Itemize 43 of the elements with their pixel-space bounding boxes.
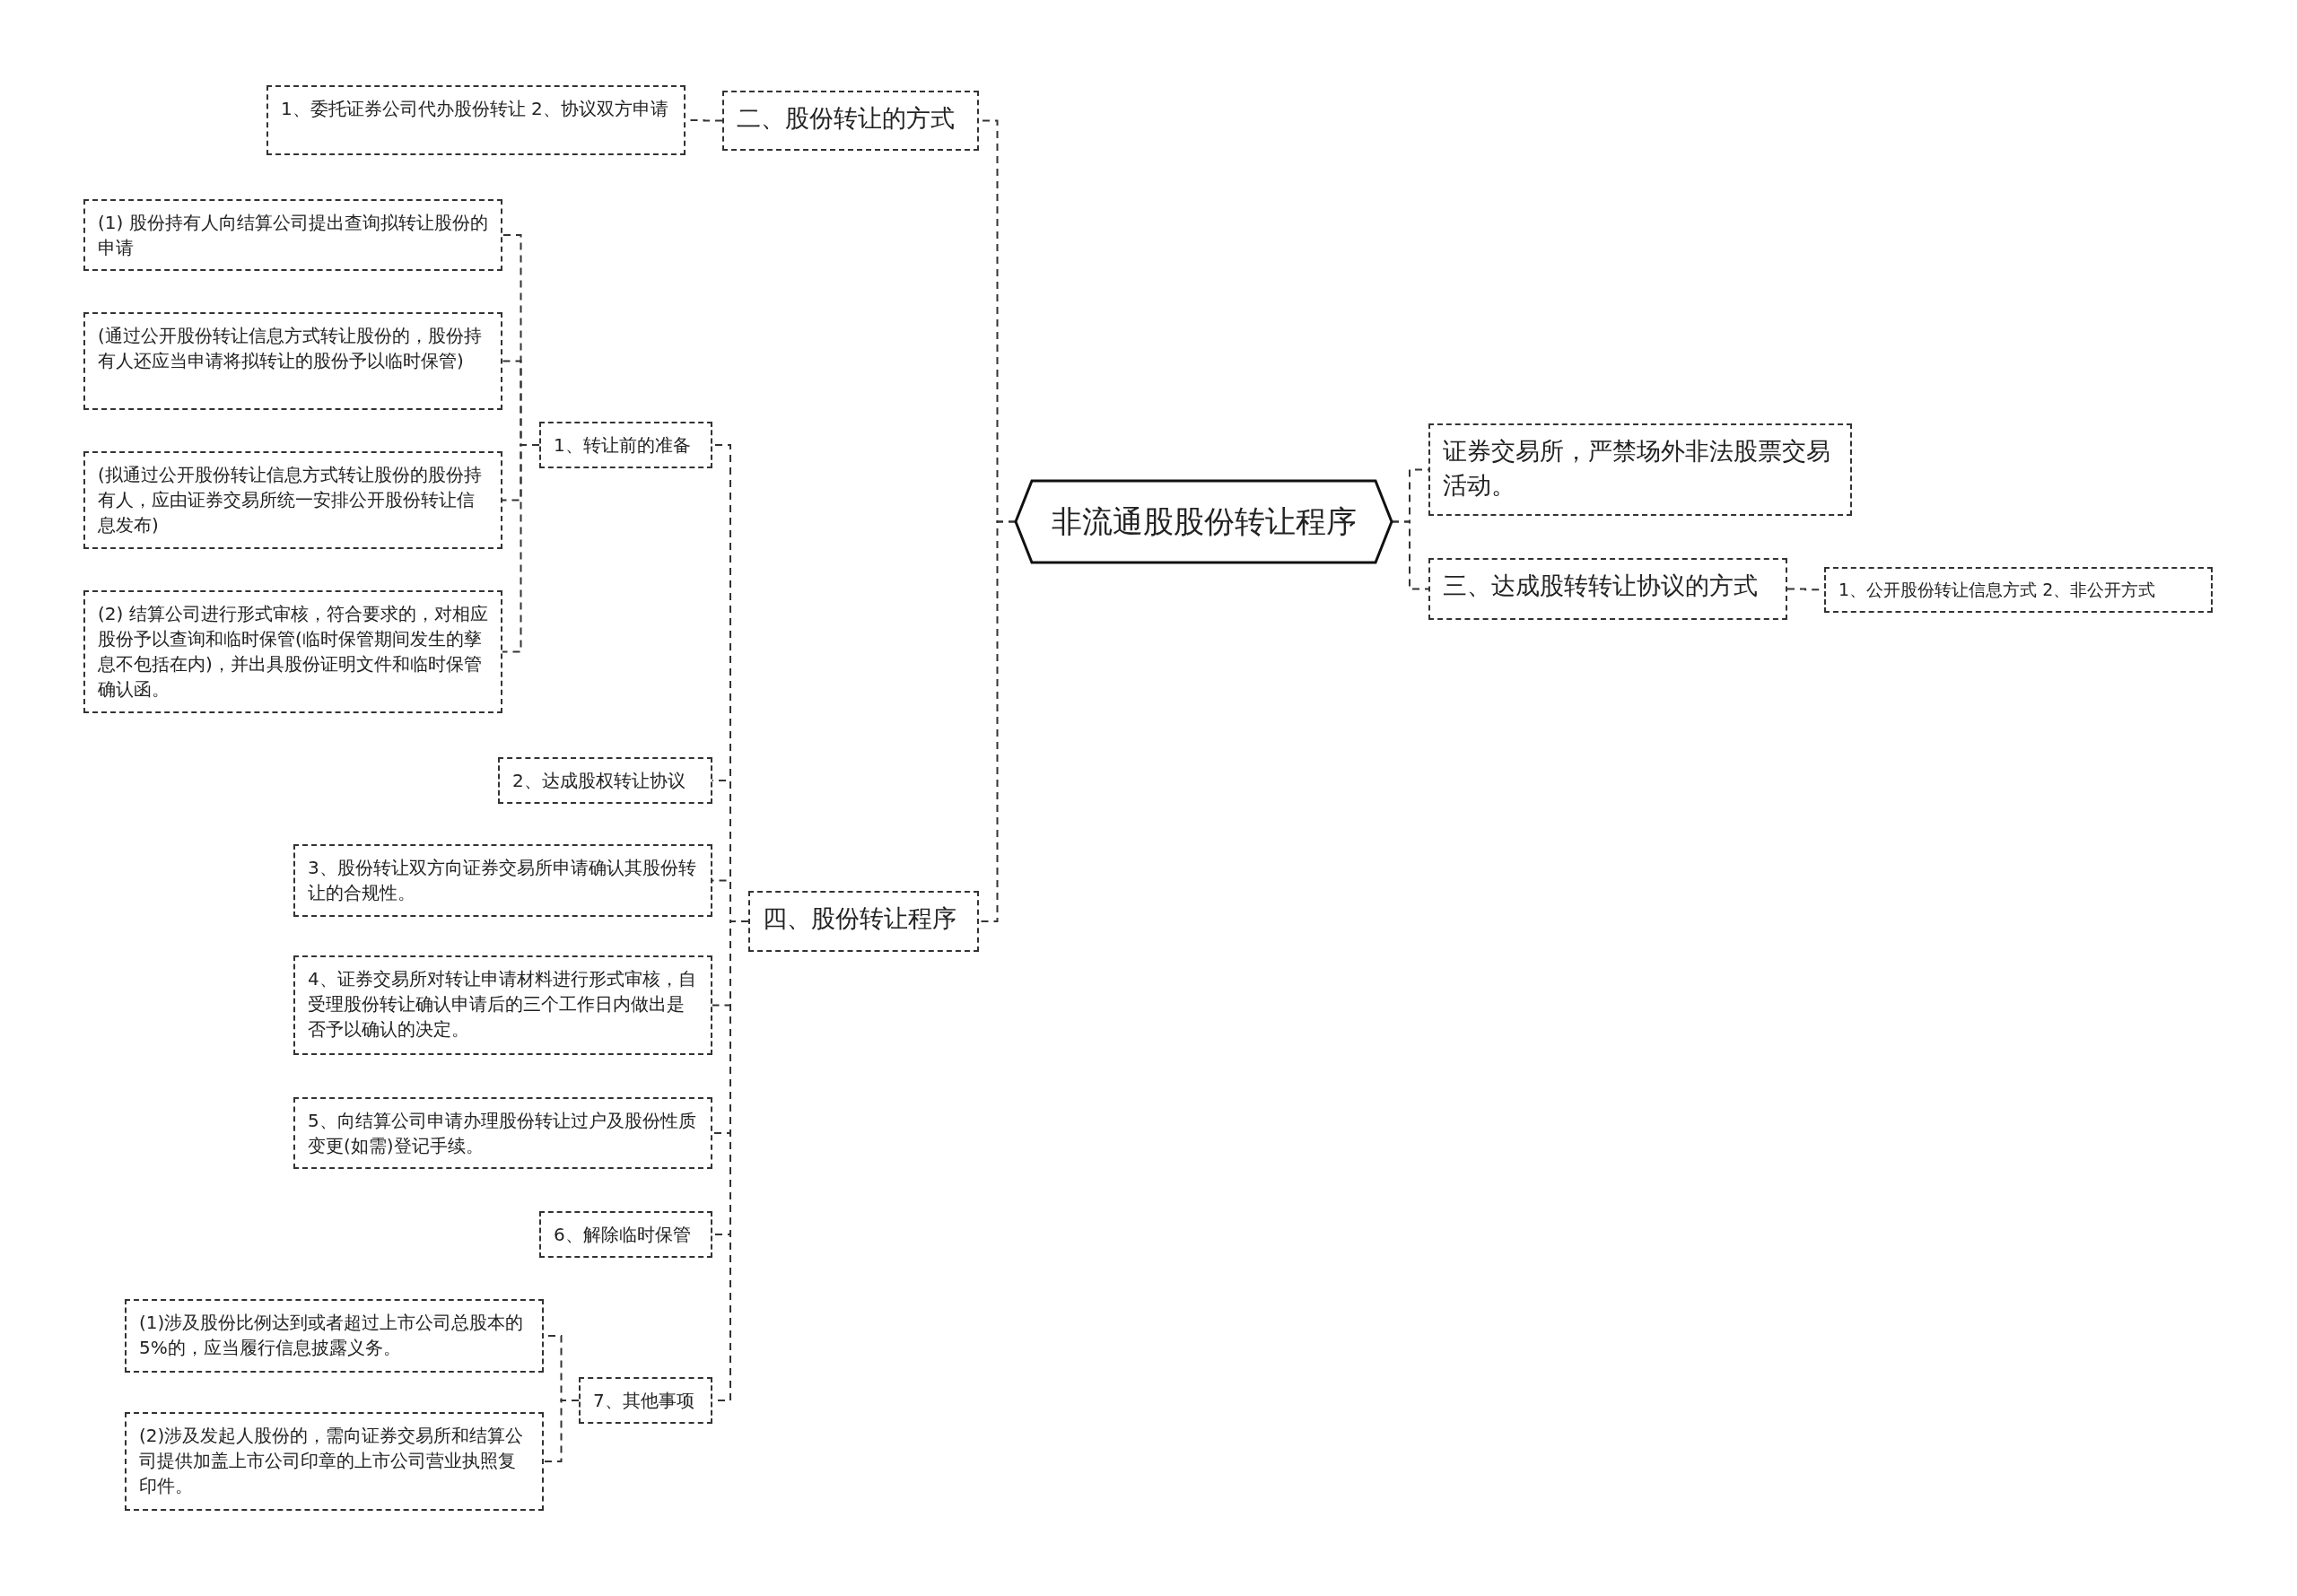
topic-text: 2、达成股权转让协议	[512, 769, 686, 793]
connector-line	[1391, 520, 1429, 590]
topic-text: 4、证券交易所对转让申请材料进行形式审核，自受理股份转让确认申请后的三个工作日内做出是否予以确认的决定。	[308, 967, 697, 1042]
topic-box	[722, 91, 979, 151]
topic-text: 3、股份转让双方向证券交易所申请确认其股份转让的合规性。	[308, 856, 697, 905]
topic-box	[1824, 567, 2213, 613]
topic-box	[293, 1097, 712, 1169]
topic-box	[83, 451, 502, 549]
topic-text: 1、委托证券公司代办股份转让 2、协议双方申请	[281, 97, 669, 121]
topic-text: (通过公开股份转让信息方式转让股份的，股份持有人还应当申请将拟转让的股份予以临时保管)	[98, 324, 483, 373]
topic-text: (2)涉及发起人股份的，需向证券交易所和结算公司提供加盖上市公司印章的上市公司营业执照复印件。	[139, 1424, 525, 1498]
topic-box	[83, 312, 502, 410]
topic-text: 四、股份转让程序	[763, 903, 957, 934]
topic-box	[266, 85, 686, 155]
topic-box	[539, 422, 712, 468]
connector-line	[502, 444, 540, 653]
topic-text: 6、解除临时保管	[554, 1223, 692, 1247]
topic-box	[748, 891, 979, 952]
topic-box	[83, 590, 502, 713]
connector-line	[543, 1400, 580, 1462]
topic-box	[579, 1377, 712, 1424]
topic-text: 三、达成股转转让协议的方式	[1443, 571, 1759, 601]
topic-text: (1)涉及股份比例达到或者超过上市公司总股本的5%的，应当履行信息披露义务。	[139, 1311, 525, 1360]
topic-box	[1428, 558, 1787, 620]
topic-text: 7、其他事项	[593, 1389, 695, 1413]
topic-box	[1428, 423, 1852, 516]
topic-text: 非流通股股份转让程序	[1051, 501, 1357, 541]
topic-text: 二、股份转让的方式	[737, 103, 956, 134]
topic-text: (1) 股份持有人向结算公司提出查询拟转让股份的申请	[98, 211, 488, 260]
topic-box	[539, 1211, 712, 1258]
topic-box	[125, 1299, 544, 1373]
topic-box	[293, 955, 712, 1055]
topic-text: 1、转让前的准备	[554, 433, 692, 458]
topic-box	[293, 844, 712, 917]
topic-text: 1、公开股份转让信息方式 2、非公开方式	[1838, 579, 2157, 601]
topic-box	[125, 1412, 544, 1511]
topic-text: 5、向结算公司申请办理股份转让过户及股份性质变更(如需)登记手续。	[308, 1109, 697, 1158]
topic-box	[83, 199, 502, 271]
topic-text: 证券交易所，严禁场外非法股票交易活动。	[1443, 436, 1831, 501]
topic-text: (2) 结算公司进行形式审核，符合要求的，对相应股份予以查询和临时保管(临时保管期间发生的孳息不包括在内)，并出具股份证明文件和临时保管确认函。	[98, 602, 488, 702]
central-topic-hexagon	[1016, 481, 1392, 563]
topic-box	[498, 757, 712, 804]
topic-text: (拟通过公开股份转让信息方式转让股份的股份持有人，应由证券交易所统一安排公开股份转让信息发布)	[98, 463, 483, 537]
